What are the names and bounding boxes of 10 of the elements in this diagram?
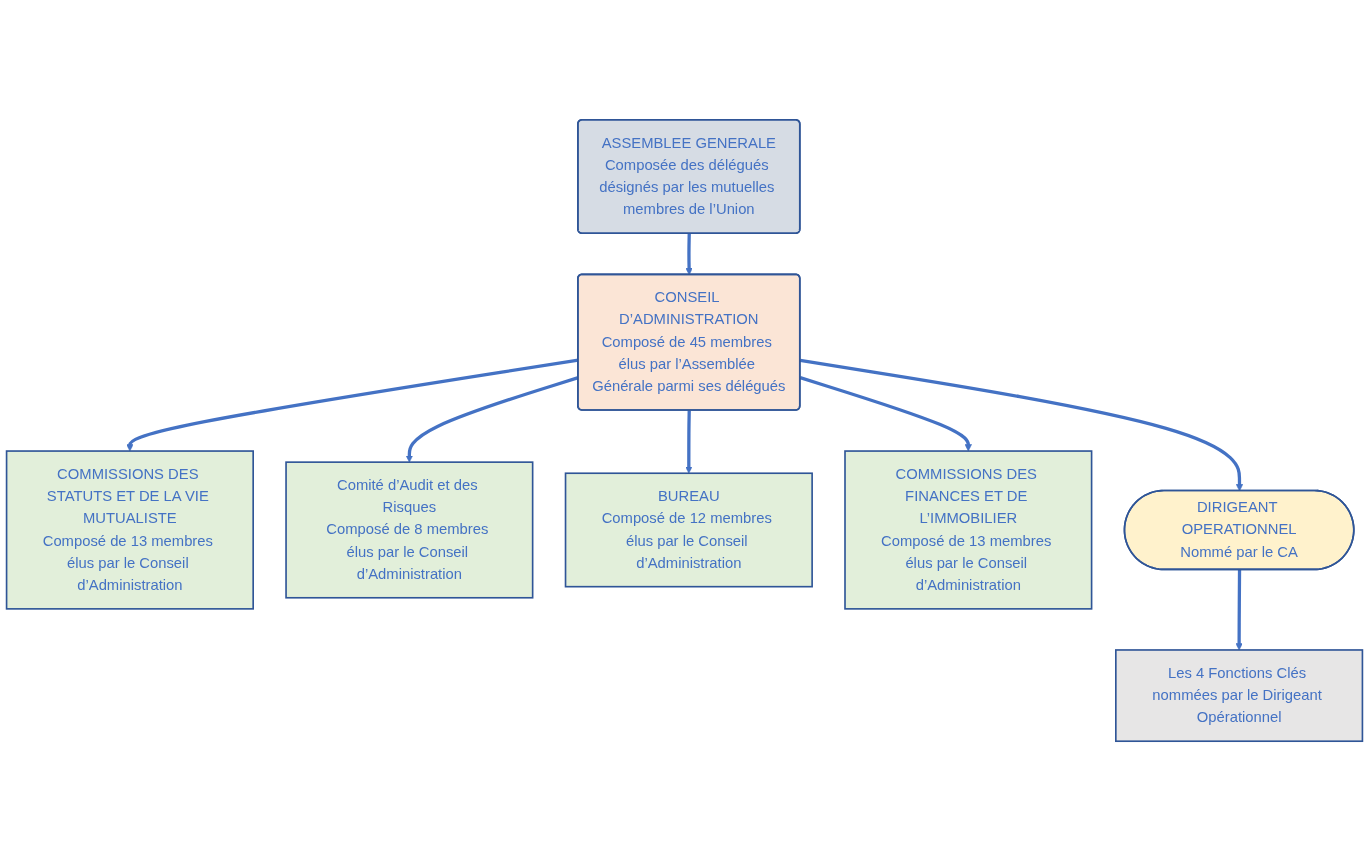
arrow [1235,569,1243,651]
arrow [799,358,1244,492]
node-box: Comité d’Audit et des Risques Composé de 8 membres élus par le Conseil d’Administration [285,461,534,599]
node-box: COMMISSIONS DES FINANCES ET DE L’IMMOBILIER Composé de 13 membres élus par le Conseil d’Administration [844,450,1093,610]
arrow [799,376,972,452]
arrow [685,410,693,474]
node-box: BUREAU Composé de 12 membres élus par le Conseil d’Administration [564,472,813,588]
node-box: Les 4 Fonctions Clés nommées par le Dirigeant Opérationnel [1115,649,1364,743]
arrow [685,233,693,276]
node-box: COMMISSIONS DES STATUTS ET DE LA VIE MUTUALISTE Composé de 13 membres élus par le Conseil d’Administration [5,450,254,610]
